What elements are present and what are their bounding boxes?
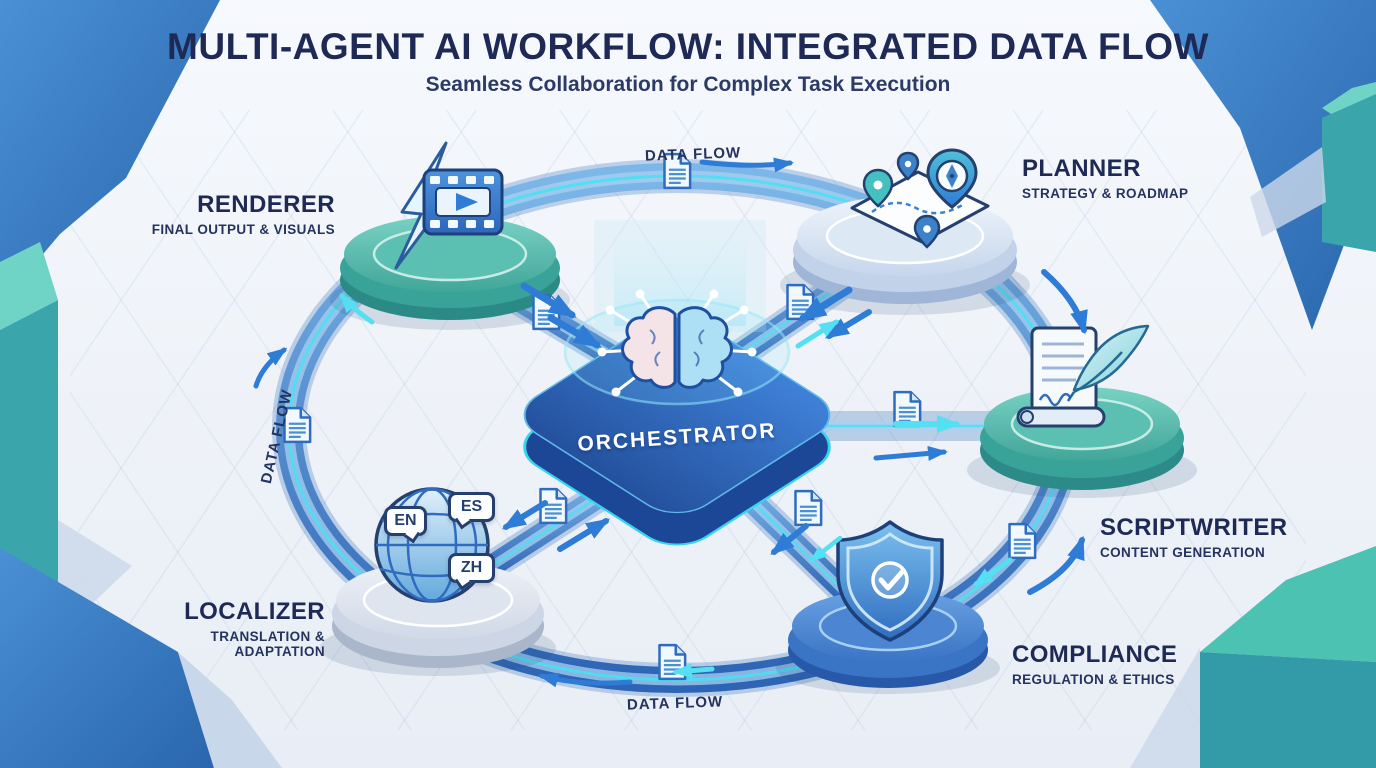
corner-cube-bottom-right-teal-top (1200, 546, 1376, 662)
scroll-quill-icon (1016, 324, 1150, 428)
corner-shape-bottom-left-blue (0, 548, 214, 768)
arrow-icon (1027, 535, 1085, 595)
corner-triangle-top-right-gray (1250, 147, 1326, 237)
agent-subtitle-renderer: FINAL OUTPUT & VISUALS (151, 221, 335, 237)
agent-label-localizer: LOCALIZER TRANSLATION & ADAPTATION (158, 598, 325, 660)
agent-name-renderer: RENDERER (197, 191, 335, 218)
corner-shape-top-right-blue (1150, 0, 1376, 330)
data-flow-label-bottom: DATA FLOW (626, 693, 724, 714)
page-subtitle: Seamless Collaboration for Complex Task … (425, 73, 951, 96)
agent-label-renderer: RENDERER FINAL OUTPUT & VISUALS (150, 191, 335, 237)
corner-triangle-bottom-right-gray (1130, 648, 1200, 768)
arrow-icon (809, 535, 843, 563)
arrow-icon (1041, 269, 1088, 335)
arrow-icon (972, 557, 1013, 587)
corner-shape-top-left-blue (0, 0, 220, 305)
arrow-icon (672, 663, 715, 679)
corner-column-bottom-left-light (178, 652, 282, 768)
arrow-icon (501, 500, 548, 530)
orchestrator-platform (523, 298, 831, 546)
page-title: MULTI-AGENT AI WORKFLOW: INTEGRATED DATA… (167, 26, 1209, 67)
arrow-icon (795, 319, 840, 349)
brain-network-icon (597, 289, 757, 397)
language-chip-en: EN (384, 506, 427, 536)
arrow-icon (798, 286, 853, 322)
arrow-icon (547, 314, 602, 349)
corner-cube-top-left-teal-top (0, 242, 58, 330)
orchestrator-platform-top (523, 316, 831, 514)
arrow-icon (873, 445, 948, 461)
lightning-filmstrip-icon (394, 141, 504, 270)
map-pins-compass-icon (850, 148, 990, 249)
agent-name-compliance: COMPLIANCE (1012, 641, 1178, 668)
corner-cube-top-right-teal-front (1322, 94, 1376, 252)
agent-subtitle-localizer: TRANSLATION & ADAPTATION (210, 628, 325, 660)
agent-name-localizer: LOCALIZER (184, 598, 325, 625)
corner-cube-top-right-teal-top (1322, 82, 1376, 120)
arrow-icon (520, 282, 577, 319)
language-chip-zh: ZH (448, 553, 495, 583)
corner-cube-bottom-right-teal-front (1200, 652, 1376, 768)
flow-arrows (253, 157, 1088, 688)
orchestrator-glow-ring (563, 298, 791, 406)
arrow-icon (538, 672, 633, 688)
agent-label-scriptwriter: SCRIPTWRITER CONTENT GENERATION (1100, 514, 1335, 560)
data-flow-label-top: DATA FLOW (644, 144, 742, 165)
document-icon (794, 489, 823, 527)
arrow-icon (339, 292, 375, 325)
agent-label-planner: PLANNER STRATEGY & ROADMAP (1022, 155, 1257, 201)
arrow-icon (770, 523, 809, 556)
arrow-icon (699, 157, 794, 173)
agent-name-planner: PLANNER (1022, 155, 1141, 182)
document-icon (893, 390, 922, 428)
agent-subtitle-compliance: REGULATION & ETHICS (1012, 671, 1175, 687)
agent-name-scriptwriter: SCRIPTWRITER (1100, 514, 1288, 541)
shield-check-icon (836, 520, 944, 642)
agent-label-compliance: COMPLIANCE REGULATION & ETHICS (1012, 641, 1247, 687)
document-icon (1008, 522, 1037, 560)
agent-subtitle-scriptwriter: CONTENT GENERATION (1100, 544, 1266, 560)
arrow-icon (253, 347, 288, 389)
language-chip-es: ES (448, 492, 495, 522)
agent-subtitle-planner: STRATEGY & ROADMAP (1022, 185, 1189, 201)
arrow-icon (557, 518, 611, 552)
